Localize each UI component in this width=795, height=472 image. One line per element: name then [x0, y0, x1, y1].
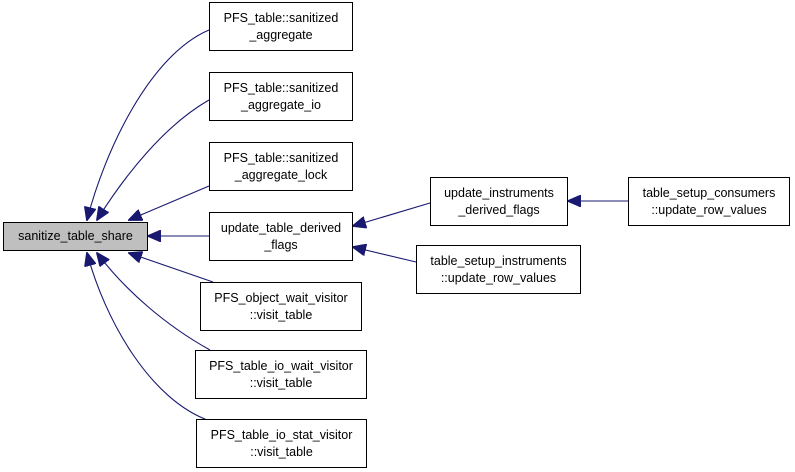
edge-sanitized-aggregate-io-to-root — [97, 99, 210, 220]
edge-sanitized-aggregate-lock-to-root — [129, 185, 210, 220]
node-pfs-table-sanitized-aggregate[interactable]: PFS_table::sanitized _aggregate — [209, 2, 353, 51]
node-label-line2: ::visit_table — [250, 444, 313, 459]
node-label-line2: ::visit_table — [249, 375, 313, 390]
node-label-line1: update_instruments — [444, 185, 554, 200]
edge-table-io-wait-visitor-to-root — [97, 253, 211, 351]
node-label-line2: ::update_row_values — [651, 202, 767, 217]
node-pfs-table-io-wait-visitor[interactable]: PFS_table_io_wait_visitor ::visit_table — [195, 350, 367, 399]
node-pfs-object-wait-visitor[interactable]: PFS_object_wait_visitor ::visit_table — [200, 282, 362, 331]
node-label-line2: ::visit_table — [249, 307, 313, 322]
node-update-instruments-derived-flags[interactable]: update_instruments _derived_flags — [430, 177, 568, 226]
node-label-line1: PFS_object_wait_visitor — [214, 290, 348, 305]
edge-table-io-stat-visitor-to-root — [87, 253, 211, 422]
node-label-line2: _aggregate — [249, 27, 313, 42]
edge-table-setup-instruments-update-to-update-table-derived-flags — [353, 247, 417, 263]
node-table-setup-instruments-update-row-values[interactable]: table_setup_instruments ::update_row_val… — [416, 245, 581, 294]
node-label-line2: _aggregate_lock — [234, 167, 328, 182]
edge-object-wait-visitor-to-root — [129, 253, 214, 283]
node-label-line2: _aggregate_io — [241, 97, 321, 112]
node-table-setup-consumers-update-row-values[interactable]: table_setup_consumers ::update_row_value… — [628, 177, 790, 226]
node-label-line1: PFS_table::sanitized — [223, 10, 339, 25]
node-label-line2: _flags — [264, 237, 298, 252]
node-update-table-derived-flags[interactable]: update_table_derived _flags — [209, 212, 353, 261]
node-label-line1: PFS_table::sanitized — [223, 150, 339, 165]
node-label-line2: ::update_row_values — [440, 270, 557, 285]
node-label-line1: PFS_table_io_wait_visitor — [209, 358, 353, 373]
edge-update-instruments-derived-flags-to-update-table-derived-flags — [353, 202, 431, 226]
node-label-line1: PFS_table_io_stat_visitor — [210, 427, 353, 442]
node-label-line1: update_table_derived — [220, 220, 342, 235]
node-pfs-table-io-stat-visitor[interactable]: PFS_table_io_stat_visitor ::visit_table — [196, 419, 367, 468]
node-pfs-table-sanitized-aggregate-lock[interactable]: PFS_table::sanitized _aggregate_lock — [209, 142, 353, 191]
edge-sanitized-aggregate-to-root — [87, 29, 210, 220]
node-label-line1: PFS_table::sanitized — [223, 80, 339, 95]
node-label-line1: sanitize_table_share — [18, 229, 133, 243]
node-pfs-table-sanitized-aggregate-io[interactable]: PFS_table::sanitized _aggregate_io — [209, 72, 353, 121]
node-label-line1: table_setup_consumers — [642, 185, 776, 200]
node-label-line1: table_setup_instruments — [430, 253, 567, 268]
node-sanitize-table-share: sanitize_table_share — [3, 222, 148, 251]
node-label-line2: _derived_flags — [458, 202, 540, 217]
